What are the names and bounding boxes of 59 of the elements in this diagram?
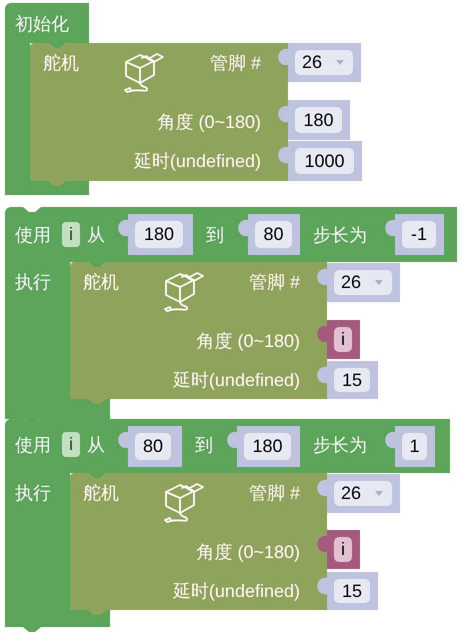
block-title: 舵机 — [83, 271, 119, 293]
servo-block — [70, 473, 327, 615]
block-title: 舵机 — [83, 482, 119, 504]
for-loop-block — [5, 207, 457, 424]
number-field: 15 — [334, 368, 370, 392]
pin-dropdown: 26 — [334, 481, 392, 506]
setup-block — [5, 3, 89, 195]
input-label: 管脚 # — [248, 271, 300, 293]
number-block — [385, 214, 444, 255]
pin-block — [317, 474, 400, 513]
number-field: 180 — [135, 221, 183, 248]
block-title: 初始化 — [15, 13, 69, 35]
for-loop-block — [5, 419, 450, 632]
keyword-label: 到 — [206, 224, 224, 246]
servo-block — [30, 43, 288, 186]
keyword-label: 步长为 — [313, 434, 367, 456]
keyword-label: 到 — [195, 434, 213, 456]
number-block — [118, 426, 182, 467]
pin-block — [278, 43, 361, 82]
input-label: 延时(undefined) — [134, 150, 261, 172]
input-label: 延时(undefined) — [172, 369, 300, 391]
keyword-label: 使用 — [15, 434, 51, 456]
keyword-label: 从 — [87, 224, 105, 246]
number-field: 180 — [295, 107, 342, 133]
variable-block — [317, 530, 360, 569]
pin-dropdown: 26 — [295, 50, 353, 75]
variable-field: i — [334, 537, 352, 562]
number-block — [317, 361, 378, 399]
number-block — [317, 572, 378, 610]
number-field: 180 — [244, 433, 291, 460]
pin-block — [317, 263, 400, 302]
keyword-label: 从 — [87, 434, 105, 456]
number-field: 15 — [334, 579, 370, 603]
keyword-label: 使用 — [15, 224, 51, 246]
input-label: 角度 (0~180) — [157, 111, 261, 133]
servo-block — [70, 262, 327, 404]
loop-variable-field: i — [62, 432, 80, 457]
number-block — [238, 214, 300, 255]
input-label: 延时(undefined) — [172, 580, 300, 602]
keyword-label: 执行 — [15, 482, 51, 504]
variable-field: i — [334, 327, 352, 352]
number-field: 80 — [135, 433, 171, 460]
number-block — [118, 214, 193, 255]
input-label: 管脚 # — [210, 52, 261, 74]
number-field: -1 — [402, 221, 436, 248]
input-label: 角度 (0~180) — [196, 541, 300, 563]
input-label: 管脚 # — [248, 482, 300, 504]
loop-variable-field: i — [62, 222, 80, 247]
input-label: 角度 (0~180) — [196, 330, 300, 352]
block-title: 舵机 — [43, 52, 79, 74]
number-field: 80 — [255, 221, 292, 248]
number-field: 1 — [402, 433, 427, 460]
pin-dropdown: 26 — [334, 270, 392, 295]
keyword-label: 步长为 — [313, 224, 367, 246]
keyword-label: 执行 — [15, 271, 51, 293]
number-block — [278, 141, 362, 181]
number-field: 1000 — [295, 148, 354, 174]
variable-block — [317, 320, 360, 359]
number-block — [385, 426, 435, 467]
